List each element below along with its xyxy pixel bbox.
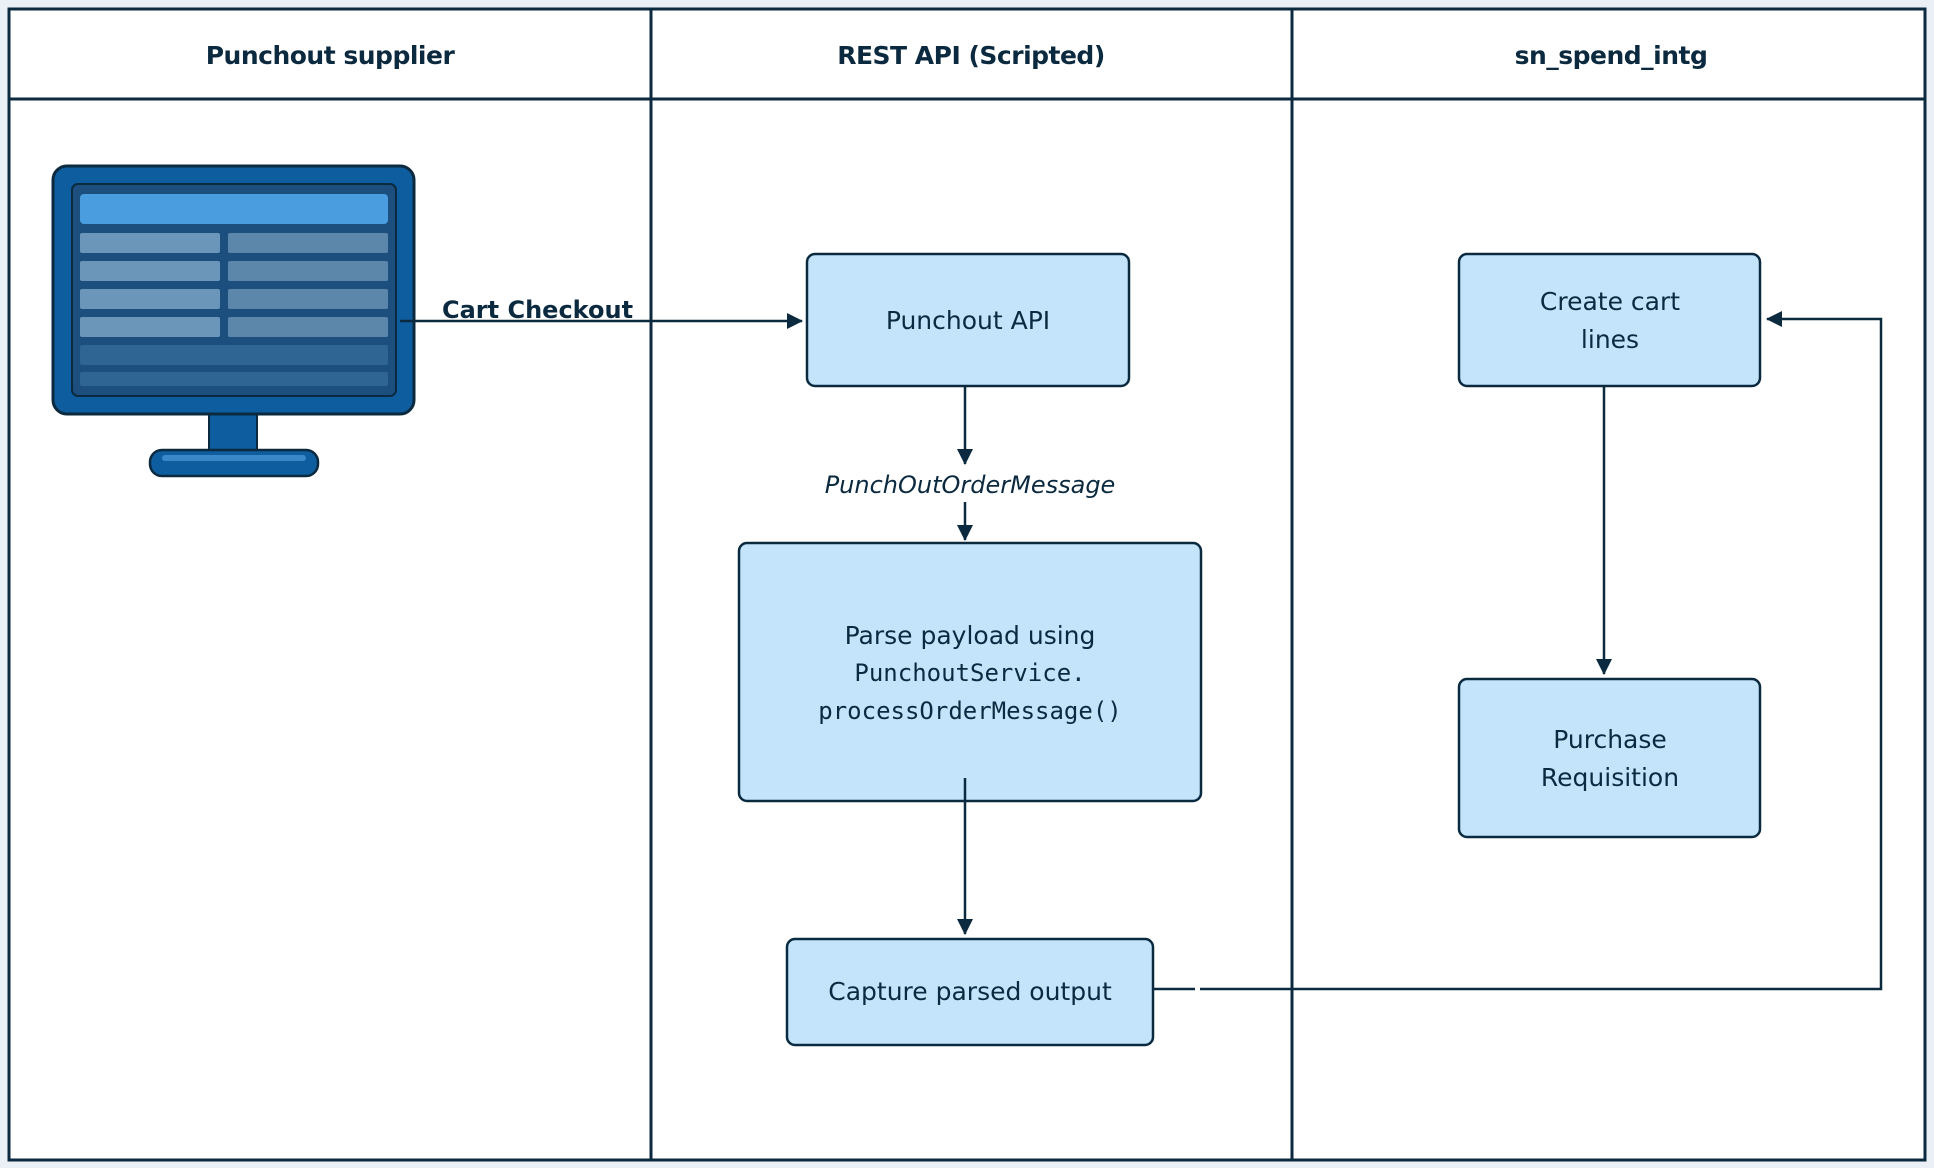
node-capture-output: Capture parsed output [785, 937, 1155, 1047]
node-label: Create cart [1540, 287, 1680, 316]
monitor-icon [51, 164, 416, 478]
node-label: Purchase [1553, 725, 1667, 754]
node-punchout-api: Punchout API [805, 252, 1131, 388]
lane-title-rest-api: REST API (Scripted) [837, 41, 1105, 70]
node-label: Requisition [1541, 763, 1679, 792]
node-code-line: processOrderMessage() [818, 697, 1121, 725]
node-label: Capture parsed output [828, 977, 1112, 1006]
node-create-cart-lines: Create cart lines [1457, 252, 1762, 388]
node-purchase-requisition: Purchase Requisition [1457, 677, 1762, 839]
node-label: Parse payload using [845, 621, 1096, 650]
edge-label-cart-checkout: Cart Checkout [442, 296, 633, 324]
edge-capture-to-create-cart [1200, 311, 1883, 991]
node-label: lines [1581, 325, 1639, 354]
lane-title-punchout-supplier: Punchout supplier [206, 41, 456, 70]
lane-title-sn-spend-intg: sn_spend_intg [1515, 41, 1708, 70]
node-label: Punchout API [886, 306, 1050, 335]
edge-label-punchout-order-message: PunchOutOrderMessage [825, 471, 1116, 499]
node-parse-payload: Parse payload using PunchoutService. pro… [737, 541, 1203, 803]
node-code-line: PunchoutService. [854, 659, 1085, 687]
